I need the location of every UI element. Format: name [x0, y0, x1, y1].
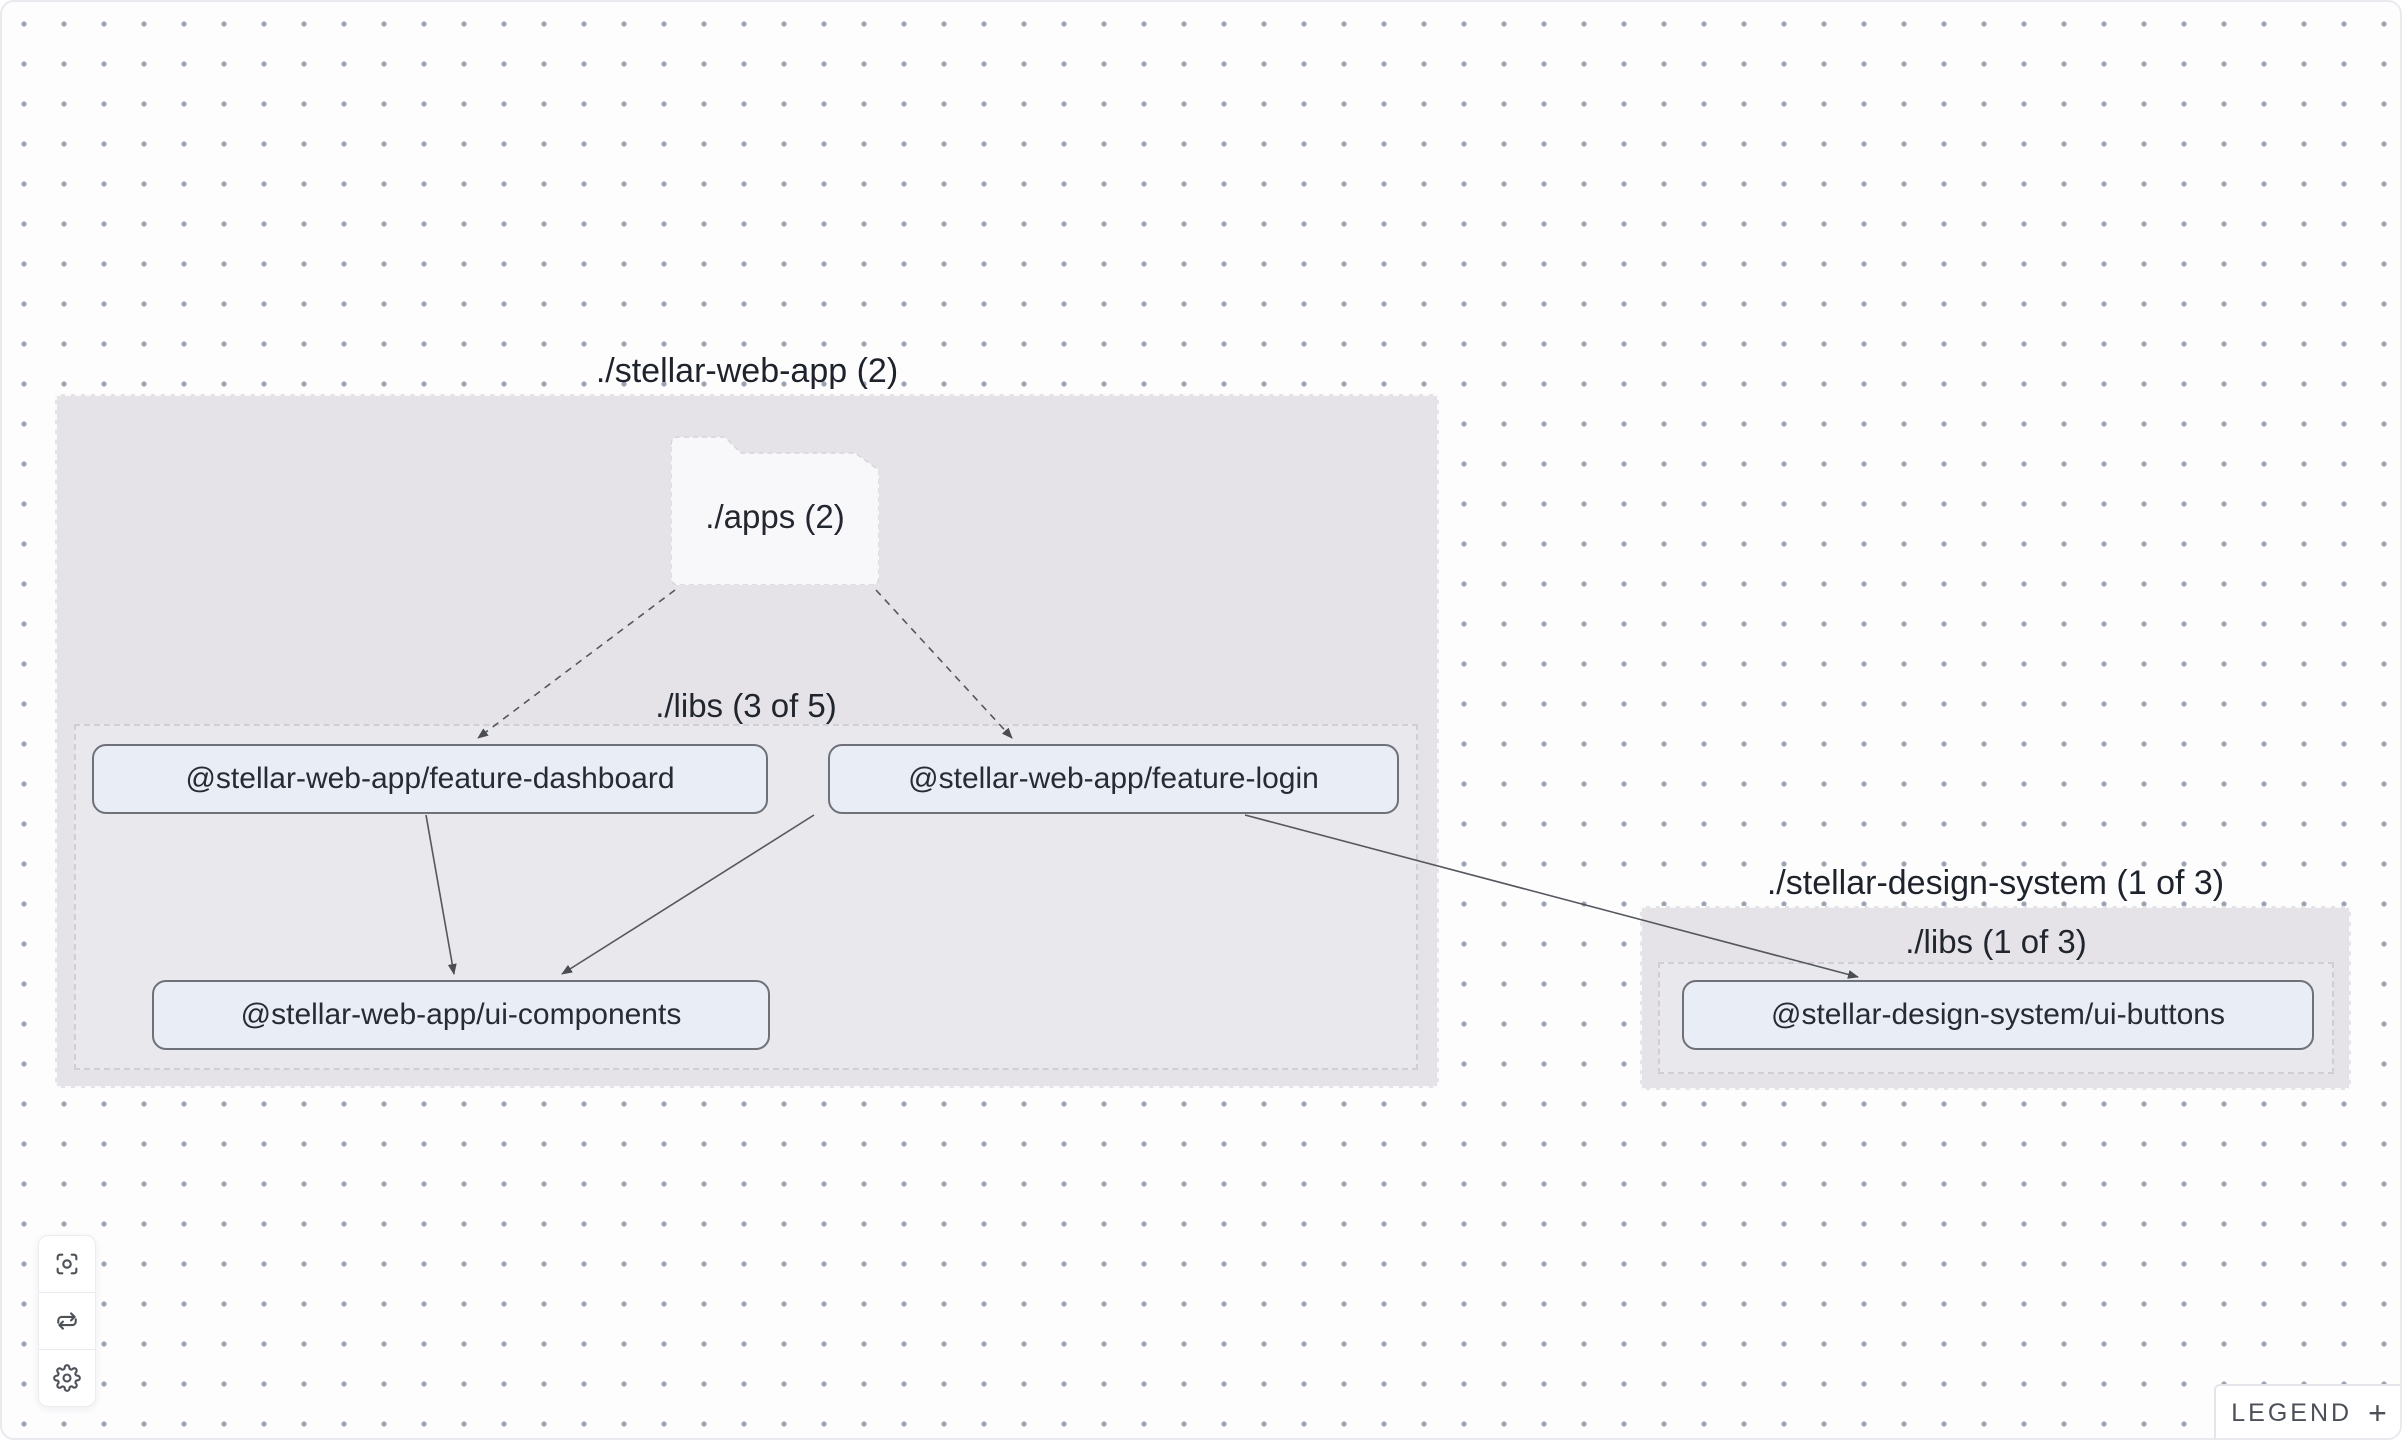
refresh-icon: [57, 1312, 77, 1330]
folder-icon: [671, 436, 879, 585]
libs-label-stellar-web-app: ./libs (3 of 5): [655, 687, 837, 724]
libs-label-stellar-design-system: ./libs (1 of 3): [1905, 923, 2087, 960]
project-node-ui-buttons[interactable]: @stellar-design-system/ui-buttons: [1682, 980, 2314, 1050]
refresh-button[interactable]: [39, 1292, 95, 1349]
focus-icon: [56, 1253, 78, 1275]
legend-toggle-button[interactable]: LEGEND +: [2214, 1384, 2400, 1438]
folder-node-apps[interactable]: ./apps (2): [705, 498, 845, 535]
project-node-feature-login[interactable]: @stellar-web-app/feature-login: [828, 744, 1399, 814]
plus-icon: +: [2368, 1395, 2387, 1431]
settings-button[interactable]: [39, 1349, 95, 1406]
legend-label: LEGEND: [2231, 1398, 2353, 1427]
project-node-feature-dashboard[interactable]: @stellar-web-app/feature-dashboard: [92, 744, 768, 814]
canvas-toolbar: [38, 1235, 96, 1407]
gear-icon: [53, 1364, 81, 1392]
group-title-stellar-web-app: ./stellar-web-app (2): [595, 352, 899, 390]
group-title-stellar-design-system: ./stellar-design-system (1 of 3): [1766, 864, 2225, 902]
focus-button[interactable]: [39, 1236, 95, 1292]
project-node-ui-components[interactable]: @stellar-web-app/ui-components: [152, 980, 770, 1050]
